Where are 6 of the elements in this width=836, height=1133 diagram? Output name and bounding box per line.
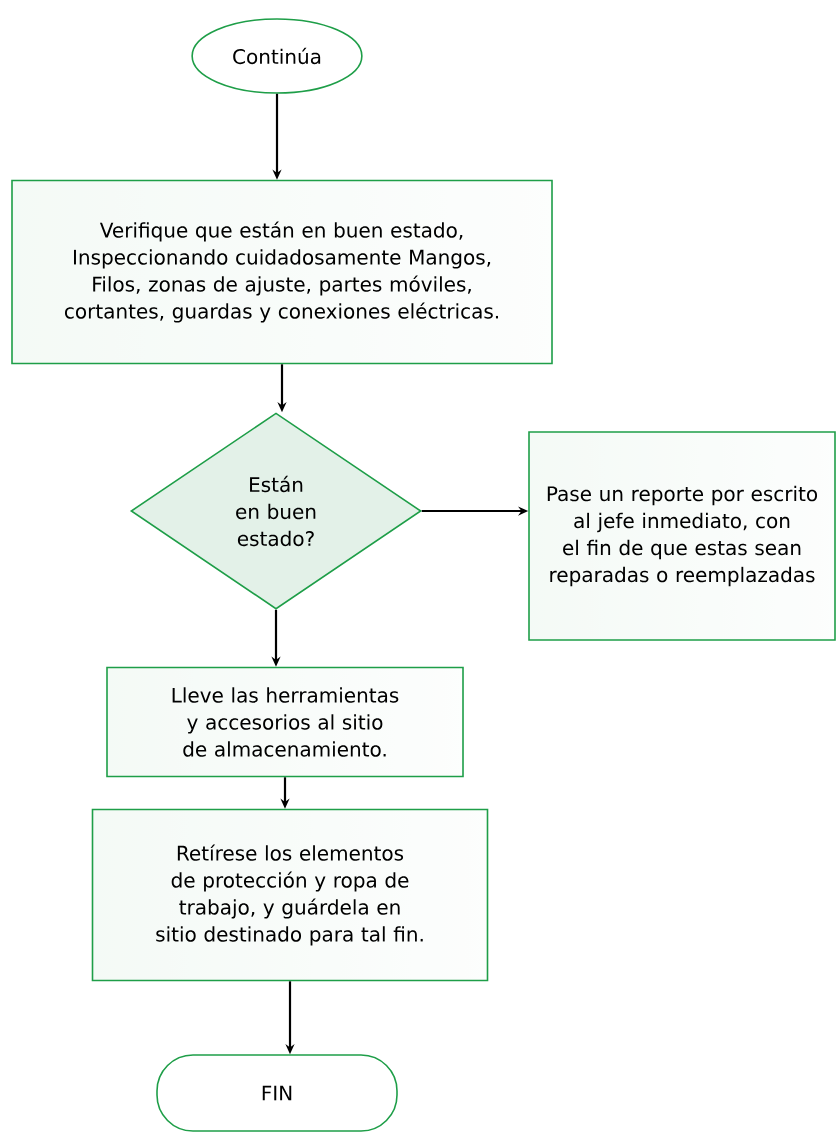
end-terminal: FIN: [156, 1054, 398, 1132]
process-box: Pase un reporte por escrito al jefe inmediato, con el fin de que estas sean reparadas o reemplazadas: [528, 431, 836, 641]
start-oval: Continúa: [191, 18, 363, 94]
process-box: Retírese los elementos de protección y ropa de trabajo, y guárdela en sitio destinado para tal fin.: [91, 808, 489, 982]
process-box: Verifique que están en buen estado, Inspeccionando cuidadosamente Mangos, Filos, zonas de ajuste, partes móviles, cortantes, guardas y conexiones eléctricas.: [11, 179, 553, 365]
process-box: Lleve las herramientas y accesorios al sitio de almacenamiento.: [106, 666, 464, 778]
